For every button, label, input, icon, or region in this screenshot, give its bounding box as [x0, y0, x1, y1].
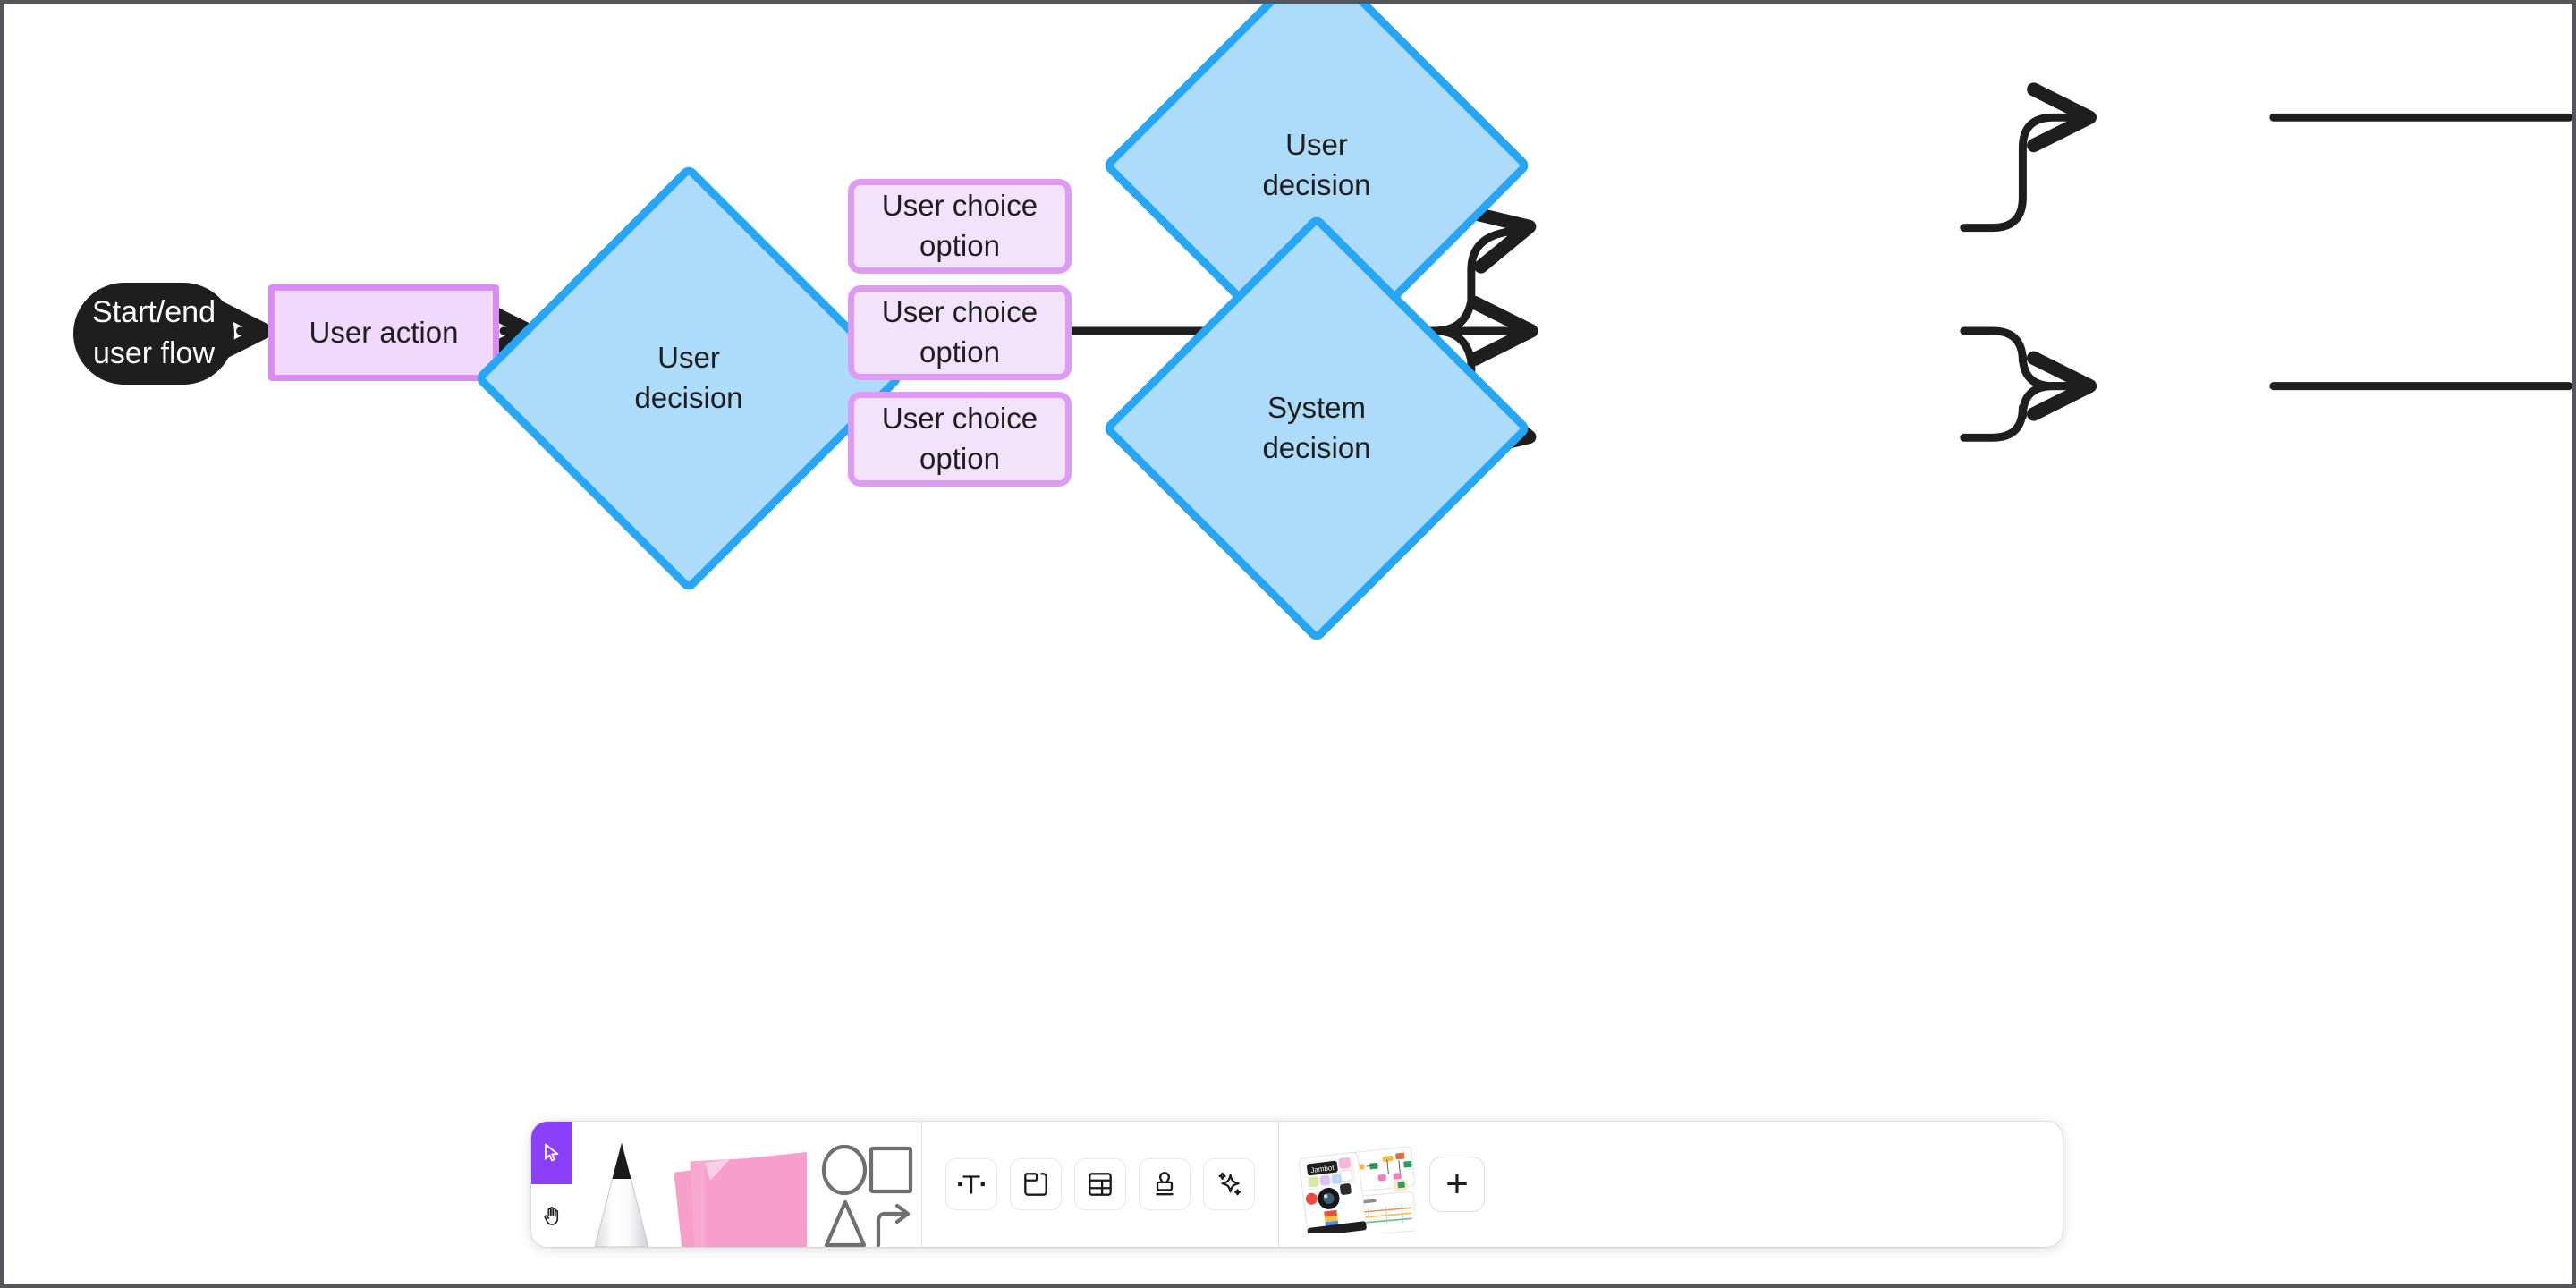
- shapes-tool[interactable]: [814, 1122, 921, 1247]
- node-label: User choice option: [881, 402, 1038, 475]
- node-label: User decision: [634, 341, 743, 414]
- board-canvas[interactable]: Start/end user flow User action User dec…: [4, 4, 2572, 1284]
- add-widget-button[interactable]: +: [1429, 1157, 1485, 1212]
- toolbar-divider-2: [1278, 1122, 1279, 1247]
- toolbar-group-widgets: Jambot: [1279, 1122, 1504, 1247]
- sticky-note-tool[interactable]: [671, 1122, 814, 1247]
- pencil-tool[interactable]: [572, 1122, 671, 1247]
- node-label: User action: [309, 315, 459, 349]
- hand-tool[interactable]: [531, 1184, 572, 1247]
- hand-icon: [543, 1206, 558, 1225]
- node-user-choice-option-2[interactable]: User choice option: [848, 285, 1072, 380]
- node-user-decision-2[interactable]: User decision: [1101, 4, 1532, 381]
- section-icon: [1024, 1173, 1047, 1196]
- bottom-toolbar[interactable]: Jambot: [531, 1122, 2063, 1247]
- text-icon: [958, 1175, 985, 1194]
- shapes-icon: [821, 1144, 913, 1247]
- node-label: User choice option: [881, 189, 1038, 262]
- text-tool[interactable]: [945, 1158, 997, 1210]
- node-user-decision-1[interactable]: User decision: [473, 163, 904, 594]
- toolbar-divider-1: [921, 1122, 922, 1247]
- edge-option2-to-decision3: [1960, 326, 2097, 421]
- toolbar-group-create: [531, 1122, 921, 1247]
- section-tool[interactable]: [1010, 1158, 1062, 1210]
- node-label: System decision: [1262, 391, 1371, 464]
- stamp-icon: [1156, 1172, 1174, 1196]
- pointer-tool-stack: [531, 1122, 572, 1247]
- select-tool[interactable]: [531, 1122, 572, 1184]
- node-start-end[interactable]: Start/end user flow: [73, 283, 234, 385]
- jambot-widget-icon: Jambot: [1299, 1146, 1415, 1233]
- table-tool[interactable]: [1074, 1158, 1126, 1210]
- node-user-choice-option-1[interactable]: User choice option: [848, 179, 1072, 274]
- node-label: Start/end user flow: [92, 295, 216, 370]
- node-system-decision[interactable]: System decision: [1101, 213, 1532, 644]
- node-user-action[interactable]: User action: [268, 284, 499, 381]
- jambot-label: Jambot: [1310, 1164, 1335, 1174]
- ai-actions-tool[interactable]: [1203, 1158, 1255, 1210]
- widgets-thumbnail[interactable]: Jambot: [1299, 1135, 1415, 1233]
- edge-option3-to-decision3: [1960, 351, 2097, 442]
- node-label: User choice option: [881, 295, 1038, 369]
- table-icon: [1089, 1173, 1112, 1196]
- stamp-tool[interactable]: [1139, 1158, 1191, 1210]
- pencil-icon: [594, 1141, 649, 1247]
- edge-option1-to-decision2: [1960, 82, 2097, 233]
- sparkle-icon: [1218, 1172, 1241, 1196]
- cursor-icon: [545, 1143, 559, 1162]
- node-user-choice-option-3[interactable]: User choice option: [848, 392, 1072, 487]
- node-label: User decision: [1262, 128, 1371, 201]
- toolbar-group-objects: [922, 1122, 1278, 1247]
- sticky-note-icon: [674, 1152, 807, 1247]
